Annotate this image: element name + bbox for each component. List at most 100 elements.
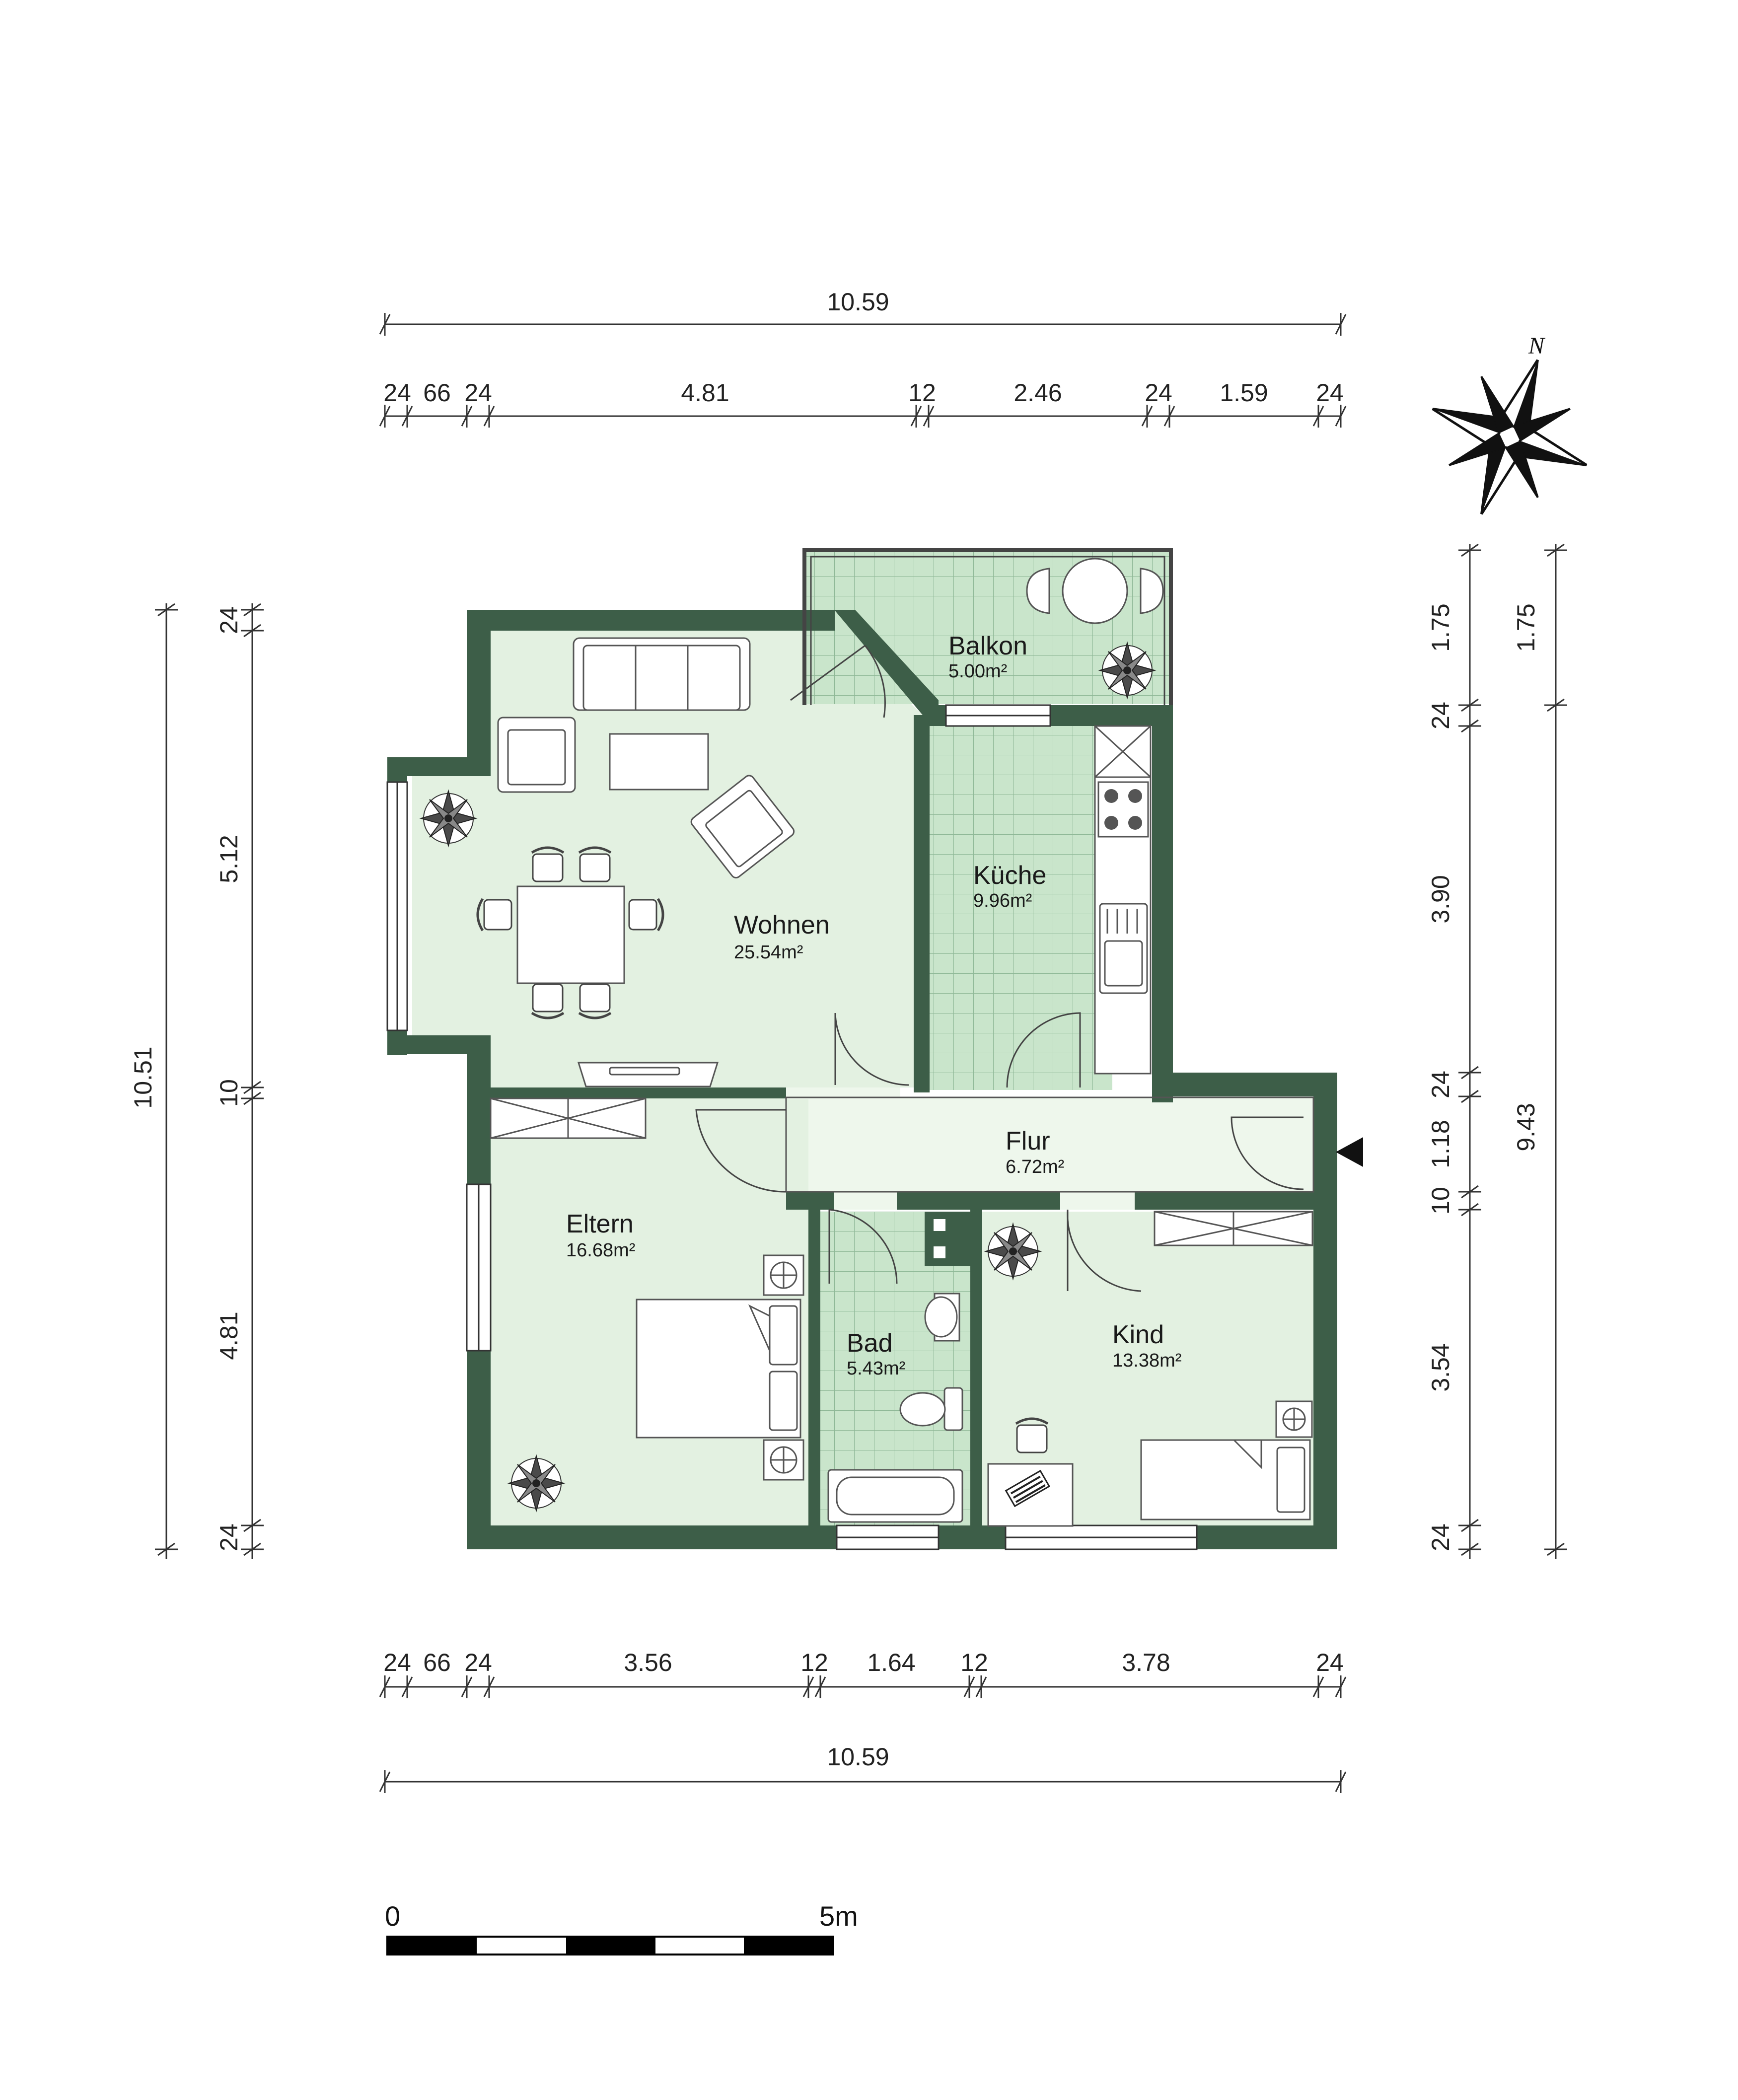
wall-eltern-bad (808, 1192, 820, 1527)
door-wohnen (834, 1013, 909, 1086)
wohnen-area: 25.54m² (734, 942, 803, 963)
bathtub-icon (827, 1469, 963, 1523)
dim-label: 3.78 (1122, 1649, 1170, 1676)
wohnen-furniture (421, 637, 795, 1087)
outer-wall-west-bottom (467, 1351, 491, 1547)
dim-label: 24 (1316, 1649, 1344, 1676)
flur-area: 6.72m² (1006, 1157, 1064, 1177)
nightstand-bottom (763, 1439, 804, 1481)
windows (386, 704, 1198, 1550)
sink-icon (1099, 903, 1148, 994)
dim-label: 10 (1427, 1187, 1454, 1215)
dim-label: 66 (423, 1649, 451, 1676)
dim-label: 24 (383, 379, 411, 407)
outer-wall-west-mid (467, 1035, 491, 1184)
door-kueche (1006, 1012, 1081, 1088)
dim-label: 24 (464, 379, 492, 407)
dim-left-chain: 24 5.12 10 4.81 24 (215, 603, 264, 1559)
dim-label: 24 (1427, 1523, 1454, 1551)
washbasin-icon (924, 1293, 960, 1342)
dim-label: 66 (423, 379, 451, 407)
dim-label: 24 (1427, 702, 1454, 729)
entrance-arrow-icon (1336, 1137, 1363, 1167)
sofa-icon (573, 637, 751, 711)
armchair-rotated-icon (690, 775, 795, 878)
dim-label: 9.43 (1512, 1103, 1540, 1151)
outer-wall-east-kueche (1152, 705, 1173, 1102)
door-bad (828, 1209, 898, 1284)
kueche-floor (929, 725, 1112, 1090)
outer-wall-east (1313, 1073, 1337, 1549)
dim-bottom-total: 10.59 (379, 1743, 1347, 1793)
dim-label: 10.51 (129, 1046, 157, 1108)
outer-wall-diagonal (834, 610, 939, 725)
scale-bar: 0 5m (385, 1900, 858, 1955)
balcony-chair-right (1140, 568, 1164, 614)
armchair-icon (497, 717, 576, 793)
dim-label: 24 (464, 1649, 492, 1676)
dim-label: 1.18 (1427, 1120, 1454, 1168)
outer-wall-north-flur (1162, 1073, 1337, 1096)
nightstand-kind (1275, 1400, 1313, 1438)
eltern-furniture (490, 1097, 804, 1511)
dim-label: 1.75 (1427, 603, 1454, 652)
flur-floor (786, 1097, 1332, 1192)
door-entrance (1231, 1116, 1304, 1190)
nightstand-top (763, 1254, 804, 1296)
dining-table-icon (478, 848, 663, 1018)
kind-area: 13.38m² (1112, 1350, 1181, 1371)
wohnen-label: Wohnen (734, 911, 830, 940)
dim-label: 12 (908, 379, 936, 407)
door-kind (1067, 1209, 1142, 1292)
dim-label: 24 (1316, 379, 1344, 407)
dim-label: 1.59 (1220, 379, 1268, 407)
dim-label: 5.12 (215, 835, 243, 883)
flur-label: Flur (1006, 1127, 1050, 1156)
dim-label: 4.81 (215, 1311, 243, 1360)
wall-flur-south-gap (786, 1192, 808, 1210)
dim-label: 4.81 (681, 379, 729, 407)
room-floors (412, 550, 1332, 1525)
wall-wohnen-kueche (914, 715, 930, 1092)
outer-wall-west-top (467, 610, 491, 775)
door-eltern (695, 1109, 787, 1193)
outer-wall-north-wohnen (467, 610, 835, 631)
scale-end: 5m (819, 1900, 858, 1932)
wall-bad-kind (970, 1192, 982, 1527)
scale-start: 0 (385, 1900, 400, 1932)
dim-label: 1.75 (1512, 603, 1540, 652)
desk-icon (987, 1419, 1074, 1527)
balkon-furniture (1026, 558, 1164, 698)
toilet-icon (899, 1387, 963, 1431)
balkon-area: 5.00m² (948, 661, 1007, 682)
dim-label: 12 (960, 1649, 988, 1676)
dim-label: 24 (215, 1523, 243, 1551)
dim-label: 3.56 (624, 1649, 672, 1676)
wall-wohnen-eltern (491, 1087, 789, 1098)
dim-left-total: 10.51 (129, 603, 178, 1559)
dim-label: 10.59 (827, 288, 889, 316)
dim-label: 24 (383, 1649, 411, 1676)
dim-label: 2.46 (1014, 379, 1062, 407)
dim-top-chain: 24 66 24 4.81 12 2.46 24 1.59 24 (379, 379, 1347, 428)
kueche-area: 9.96m² (973, 890, 1032, 911)
dim-top-total: 10.59 (379, 288, 1347, 336)
round-table (1062, 558, 1128, 624)
dim-label: 1.64 (867, 1649, 915, 1676)
dim-right-chain: 1.75 24 3.90 24 1.18 10 3.54 24 (1427, 543, 1481, 1559)
dim-label: 10.59 (827, 1743, 889, 1771)
room-labels: Wohnen 25.54m² Balkon 5.00m² Küche 9.96m… (566, 632, 1181, 1379)
flur-outline (785, 1096, 1314, 1193)
dim-label: 3.90 (1427, 875, 1454, 923)
eltern-area: 16.68m² (566, 1240, 635, 1261)
shaft-hole-2 (934, 1246, 945, 1258)
dim-label: 3.54 (1427, 1343, 1454, 1391)
dim-label: 24 (1145, 379, 1172, 407)
single-bed-icon (1140, 1439, 1311, 1521)
kind-furniture (985, 1211, 1313, 1527)
dim-label: 10 (215, 1079, 243, 1107)
kind-label: Kind (1112, 1320, 1164, 1349)
dim-label: 24 (1427, 1071, 1454, 1098)
bad-area: 5.43m² (847, 1358, 905, 1379)
eltern-label: Eltern (566, 1210, 634, 1238)
